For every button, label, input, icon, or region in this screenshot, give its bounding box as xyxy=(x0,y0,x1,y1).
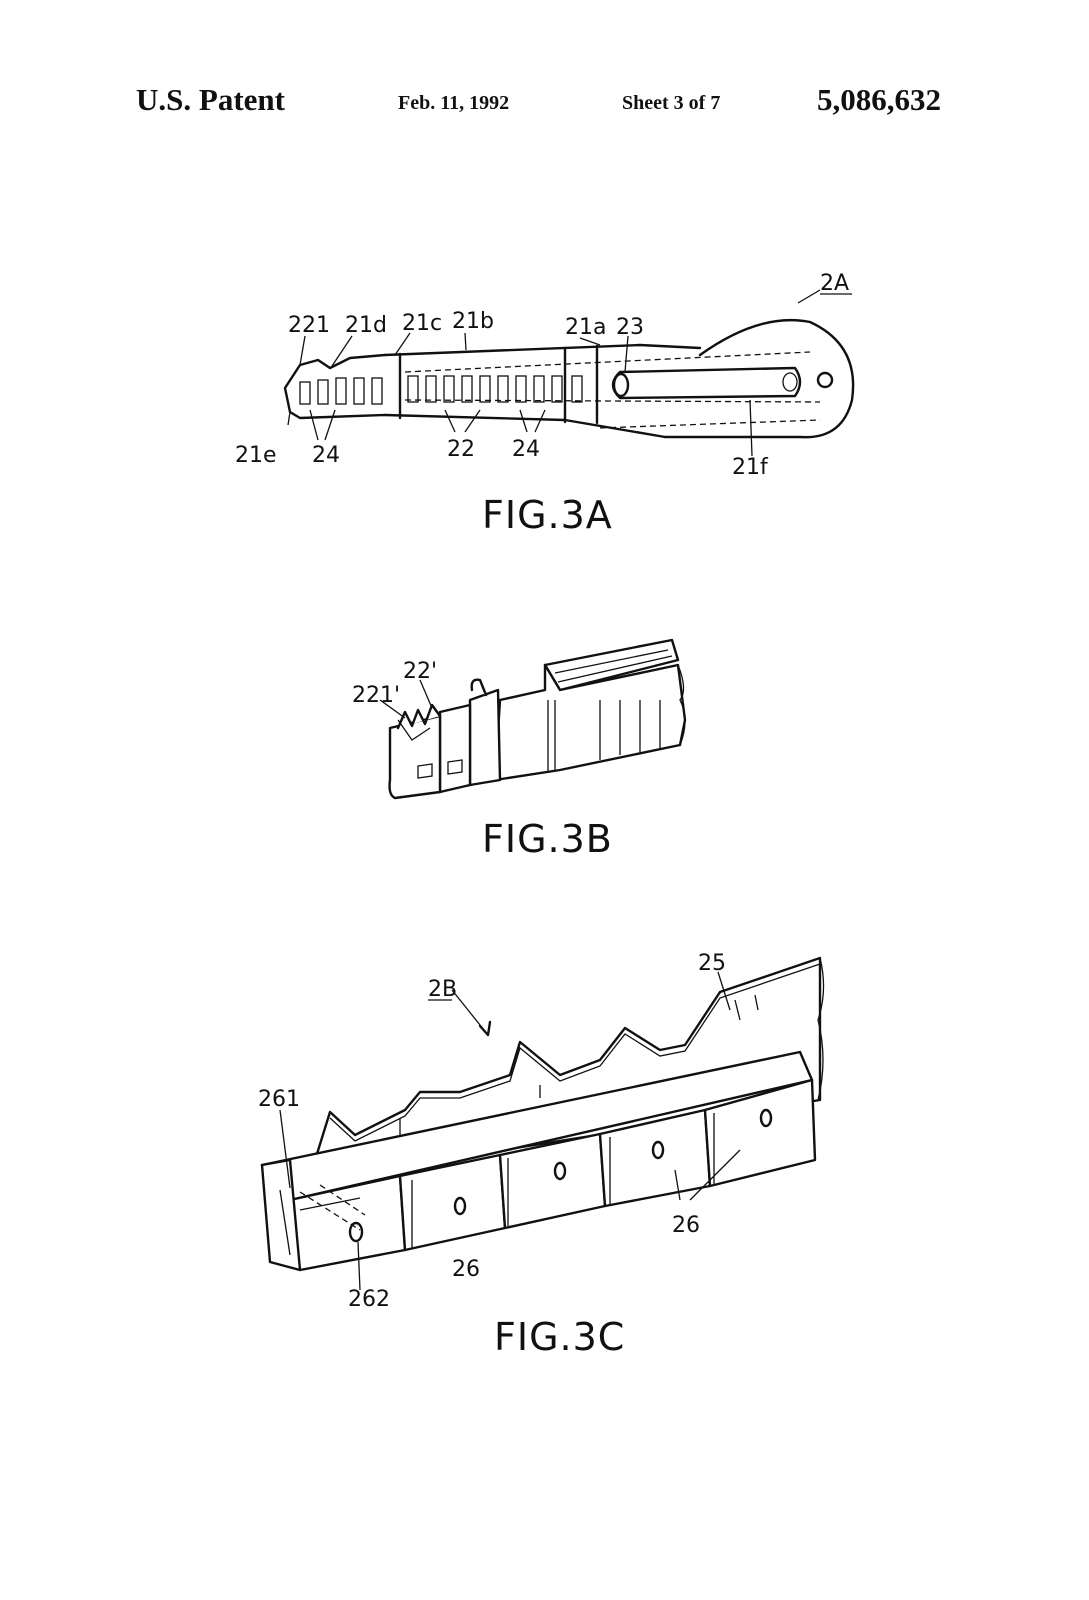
sheet-number: Sheet 3 of 7 xyxy=(622,92,721,114)
tooth-221-prime xyxy=(397,719,431,741)
housing-hole-4 xyxy=(759,1108,773,1128)
patent-date: Feb. 11, 1992 xyxy=(398,92,510,114)
housing-edge-lines xyxy=(411,1113,715,1248)
hidden-lines xyxy=(404,351,821,429)
extrusion-hatching xyxy=(599,700,661,760)
blade-25 xyxy=(310,956,822,1182)
housing-hole-1 xyxy=(453,1196,467,1216)
clip-2 xyxy=(438,703,472,794)
label-21c: 21c xyxy=(402,311,442,336)
blade-break-line xyxy=(817,957,825,1101)
housing-hole-2 xyxy=(553,1161,567,1181)
blade-hatching xyxy=(399,994,759,1135)
teeth-cells xyxy=(299,375,583,405)
slot-hole-left xyxy=(612,372,630,398)
end-cap-detail xyxy=(279,1189,361,1256)
housings-26 xyxy=(288,1078,817,1272)
slot-hole-right xyxy=(782,372,798,392)
patent-number: 5,086,632 xyxy=(817,82,941,117)
housing-5 xyxy=(703,1078,817,1188)
plate-hole xyxy=(816,371,834,389)
pin-hidden-lines xyxy=(299,1184,366,1231)
label-22-prime: 22' xyxy=(403,659,437,684)
clip-hook xyxy=(470,678,488,697)
break-line xyxy=(677,664,686,746)
extrusion-body xyxy=(493,663,687,782)
caption-fig-3c: FIG.3C xyxy=(494,1315,625,1359)
label-21e: 21e xyxy=(235,443,277,468)
arrowhead-2b xyxy=(478,1020,492,1037)
caption-fig-3b: FIG.3B xyxy=(482,817,613,861)
label-23: 23 xyxy=(616,315,644,340)
patent-title: U.S. Patent xyxy=(136,82,285,117)
label-262: 262 xyxy=(348,1287,390,1312)
label-26-right: 26 xyxy=(672,1213,700,1238)
slot-23 xyxy=(611,366,802,400)
leader-lines-3b xyxy=(379,679,433,719)
tip-edge-21e xyxy=(287,411,291,426)
tooth-22-prime xyxy=(396,703,442,730)
caption-fig-3a: FIG.3A xyxy=(482,493,613,537)
leader-lines-3a xyxy=(299,289,821,457)
label-2a: 2A xyxy=(820,271,849,296)
figure-3b: 221' 22' FIG.3B xyxy=(352,638,687,861)
label-21a: 21a xyxy=(565,315,606,340)
figure-3c: 2B 25 261 262 26 26 FIG.3C xyxy=(258,951,825,1359)
label-2b: 2B xyxy=(428,977,457,1002)
clip-3 xyxy=(468,688,502,787)
extrusion-step xyxy=(547,700,556,772)
housing-hole-3 xyxy=(651,1140,665,1160)
figure-3a: 2A 221 21d 21c 21b 21a 23 21e 24 22 24 2… xyxy=(235,271,855,537)
label-261: 261 xyxy=(258,1087,300,1112)
label-26-left: 26 xyxy=(452,1257,480,1282)
plate-21f xyxy=(663,318,855,439)
label-24-right: 24 xyxy=(512,437,540,462)
pin-262 xyxy=(348,1221,364,1243)
segment-21a xyxy=(563,344,599,425)
label-221-prime: 221' xyxy=(352,683,400,708)
blade-edge-inner xyxy=(329,963,821,1142)
label-21f: 21f xyxy=(732,455,769,480)
label-22: 22 xyxy=(447,437,475,462)
label-24-left: 24 xyxy=(312,443,340,468)
label-21b: 21b xyxy=(452,309,494,334)
label-25: 25 xyxy=(698,951,726,976)
blade-top-edge xyxy=(383,343,702,357)
label-21d: 21d xyxy=(345,313,387,338)
extrusion-groove xyxy=(554,649,673,683)
clip-1 xyxy=(388,714,442,800)
label-221: 221 xyxy=(288,313,330,338)
clip-windows xyxy=(417,759,463,779)
